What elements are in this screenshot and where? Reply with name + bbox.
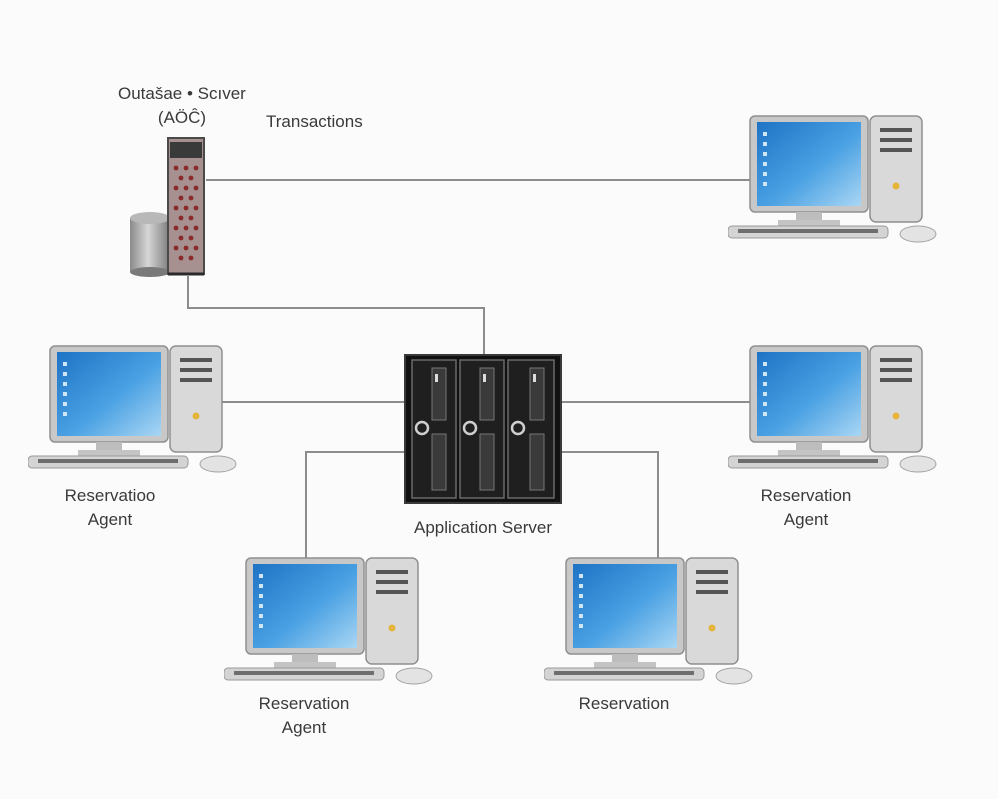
database-server <box>128 136 210 278</box>
computer-icon <box>728 345 937 473</box>
agent-bottom-left-label-line2: Agent <box>281 718 327 737</box>
application-server-label: Application Server <box>414 518 552 537</box>
database-server-name-line2: (AÖĈ) <box>157 108 207 127</box>
line-app-to-bottom-left-computer <box>305 451 406 558</box>
database-cylinder-icon <box>130 212 170 277</box>
application-server-icon <box>404 354 562 504</box>
agent-bottom-left-label-line1: Reservation <box>258 694 350 713</box>
computer-icon <box>544 557 753 685</box>
computer-left <box>28 342 240 474</box>
computer-bottom-left <box>224 554 436 686</box>
agent-bottom-right-label-line1: Reservation <box>578 694 670 713</box>
agent-left-label-line1: Reservatioo <box>64 486 156 505</box>
computer-right <box>728 342 940 474</box>
agent-right-label-line2: Agent <box>783 510 829 529</box>
computer-icon <box>728 115 937 243</box>
database-server-name-line1: Outašae • Scıver <box>118 84 246 103</box>
computer-bottom-right <box>544 554 756 686</box>
computer-top-right <box>728 112 940 244</box>
computer-icon <box>28 345 237 473</box>
transactions-label: Transactions <box>266 112 363 131</box>
agent-right-label-line1: Reservation <box>760 486 852 505</box>
application-server <box>404 354 562 504</box>
line-db-to-app-server <box>187 276 485 356</box>
database-server-icon <box>130 137 205 277</box>
computer-icon <box>224 557 433 685</box>
line-app-to-bottom-right-computer <box>560 451 659 558</box>
agent-left-label-line2: Agent <box>87 510 133 529</box>
